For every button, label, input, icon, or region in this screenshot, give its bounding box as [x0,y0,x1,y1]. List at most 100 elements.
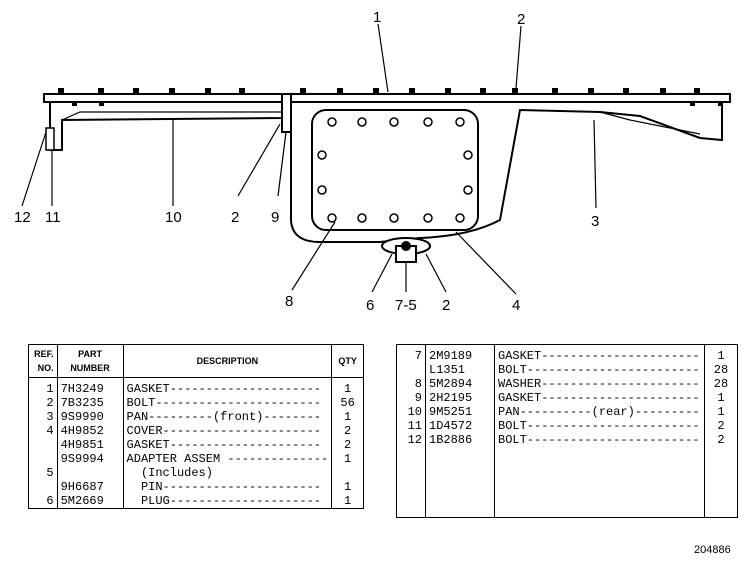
description-cell: PIN---------------------- [123,480,333,494]
ref-cell: 12 [396,433,426,447]
ref-cell: 6 [28,494,58,509]
ref-cell: 8 [396,377,426,391]
part-number-cell: 2M9189 [425,349,495,363]
figure-number: 204886 [694,544,731,556]
ref-cell [28,452,58,466]
ref-cell: 10 [396,405,426,419]
callout-1: 1 [373,9,381,26]
table-row: 9H6687 PIN---------------------- 1 [28,480,364,494]
gasket-divider [281,93,292,133]
header-description: DESCRIPTION [123,344,333,378]
callout-8: 8 [285,293,293,310]
qty-cell [332,466,364,480]
description-cell: GASKET--------------------- [123,438,333,452]
part-number-cell: 9S9990 [57,410,124,424]
rear-bolt [45,127,55,151]
description-cell: PAN----------(rear)--------- [494,405,705,419]
description-cell: BOLT------------------------ [494,433,705,447]
header-ref: REF. NO. [28,344,58,378]
qty-cell: 28 [713,363,729,377]
part-number-cell: 7H3249 [57,382,124,396]
table-row: 5 (Includes) [28,466,364,480]
qty-cell: 1 [717,405,725,419]
callout-11: 11 [45,209,61,226]
flange-bolts [58,88,723,106]
description-cell: GASKET---------------------- [494,391,705,405]
qty-cell: 2 [717,419,725,433]
ref-cell [28,438,58,452]
cover-plate [311,109,479,231]
description-cell: ADAPTER ASSEM -------------- [123,452,333,466]
callout-2-left: 2 [231,209,239,226]
callout-10: 10 [165,209,182,226]
callout-2-top: 2 [517,11,525,28]
callout-3: 3 [591,213,599,230]
part-number-cell: 9H6687 [57,480,124,494]
part-number-cell: 1D4572 [425,419,495,433]
ref-cell: 9 [396,391,426,405]
callout-12: 12 [14,209,31,226]
qty-cell: 1 [343,382,352,396]
description-cell: COVER---------------------- [123,424,333,438]
part-number-cell: 9M5251 [425,405,495,419]
description-cell: PLUG--------------------- [123,494,333,509]
qty-cell: 2 [343,438,352,452]
ref-cell: 11 [396,419,426,433]
callout-9: 9 [271,209,279,226]
oil-pan-diagram: 1 2 3 2 9 10 11 12 8 6 7-5 2 4 [14,9,731,314]
description-cell: BOLT----------------------- [123,396,333,410]
ref-cell: 5 [28,466,58,480]
header-qty: QTY [331,344,364,378]
description-cell: BOLT------------------------ [494,419,705,433]
leader-lines [21,23,597,295]
callout-4: 4 [512,297,520,314]
cover-bolts [317,117,473,223]
part-number-cell: 5M2894 [425,377,495,391]
part-number-cell: 4H9851 [57,438,124,452]
qty-cell: 1 [343,452,352,466]
pan-flange [43,93,731,103]
ref-cell: 4 [28,424,58,438]
ref-cell [396,363,426,377]
ref-cell: 1 [28,382,58,396]
ref-cell: 2 [28,396,58,410]
qty-cell: 1 [717,349,725,363]
callout-7-5: 7-5 [395,297,417,314]
callout-2-bottom: 2 [442,297,450,314]
description-cell: (Includes) [123,466,333,480]
description-cell: BOLT------------------------ [494,363,705,377]
part-number-cell: 2H2195 [425,391,495,405]
qty-cell: 1 [343,480,352,494]
front-pan-outline [290,102,723,243]
ref-cell: 3 [28,410,58,424]
part-number-cell: L1351 [425,363,495,377]
table-header-row: REF. NO. PART NUMBER DESCRIPTION QTY [28,344,364,378]
part-number-cell: 5M2669 [57,494,124,509]
qty-cell: 1 [343,494,352,508]
ref-cell [28,480,58,494]
header-part-number: PART NUMBER [57,344,124,378]
qty-cell: 28 [713,377,729,391]
part-number-cell [57,466,124,480]
description-cell: GASKET---------------------- [494,349,705,363]
qty-cell: 1 [717,391,725,405]
part-number-cell: 7B3235 [57,396,124,410]
part-number-cell: 4H9852 [57,424,124,438]
qty-cell: 1 [343,410,352,424]
part-number-cell: 9S9994 [57,452,124,466]
qty-cell: 2 [343,424,352,438]
